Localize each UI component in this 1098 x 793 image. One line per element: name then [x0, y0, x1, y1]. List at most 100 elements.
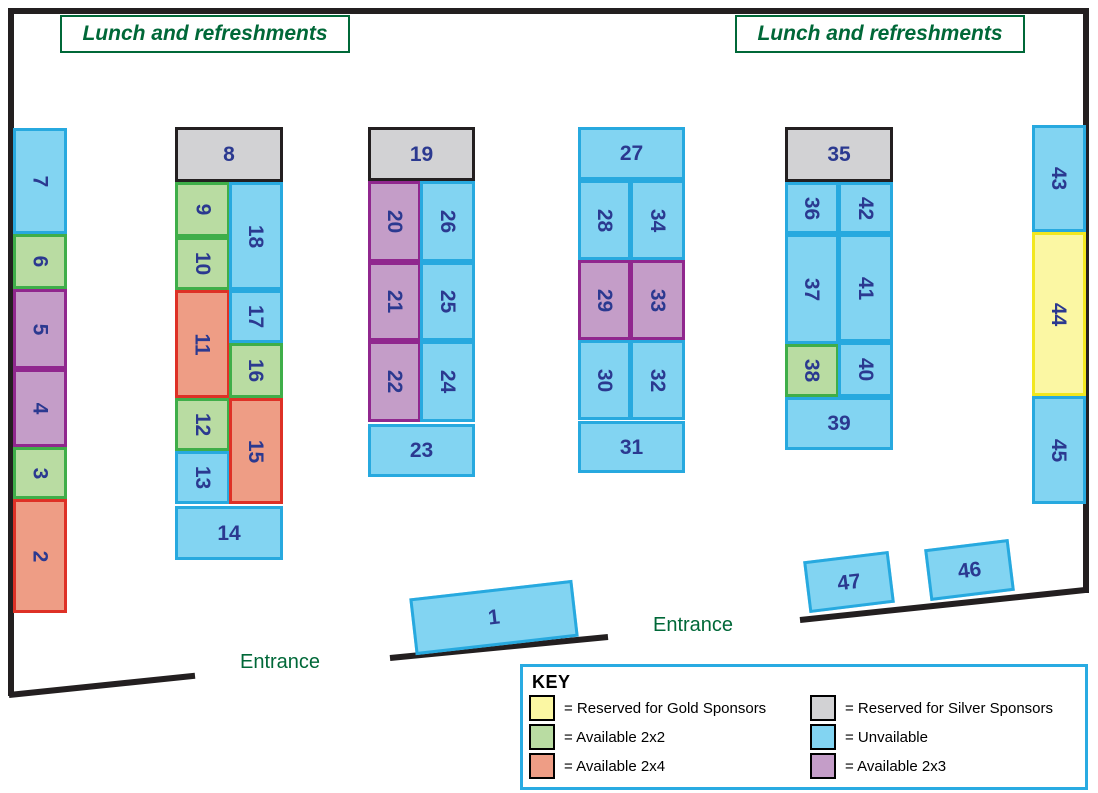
booth-number: 21 — [382, 289, 406, 314]
booth-number: 14 — [217, 521, 241, 545]
key-swatch-silver — [810, 695, 836, 721]
booth-18: 18 — [229, 182, 283, 290]
booth-number: 38 — [800, 358, 824, 383]
booth-22: 22 — [368, 341, 421, 422]
booth-number: 6 — [28, 255, 52, 268]
key-entry-unavailable: = Unvailable — [810, 724, 928, 750]
booth-number: 29 — [592, 288, 616, 312]
booth-46: 46 — [924, 539, 1015, 601]
booth-number: 16 — [244, 358, 268, 383]
booth-number: 45 — [1047, 438, 1071, 462]
key-entry-silver: = Reserved for Silver Sponsors — [810, 695, 1053, 721]
booth-number: 41 — [853, 276, 877, 300]
booth-number: 37 — [800, 277, 824, 301]
booth-20: 20 — [368, 181, 421, 262]
booth-13: 13 — [175, 451, 230, 504]
booth-25: 25 — [420, 262, 475, 341]
booth-number: 22 — [382, 369, 406, 394]
booth-number: 27 — [619, 142, 644, 165]
key-swatch-a2x2 — [529, 724, 555, 750]
booth-37: 37 — [785, 234, 839, 344]
booth-23: 23 — [368, 424, 475, 477]
booth-number: 26 — [435, 209, 459, 234]
booth-number: 35 — [827, 143, 851, 166]
booth-6: 6 — [13, 234, 67, 289]
booth-32: 32 — [630, 340, 685, 420]
booth-number: 19 — [409, 142, 434, 166]
key-swatch-gold — [529, 695, 555, 721]
booth-number: 5 — [28, 323, 52, 335]
booth-number: 3 — [28, 467, 52, 479]
wall-top — [8, 8, 1089, 14]
key-title: KEY — [532, 672, 571, 692]
booth-40: 40 — [838, 342, 893, 397]
booth-47: 47 — [803, 550, 895, 614]
booth-30: 30 — [578, 340, 631, 420]
lunch-banner-right: Lunch and refreshments — [735, 15, 1025, 53]
entrance-label-right: Entrance — [653, 614, 734, 636]
key-entry-a2x2: = Available 2x2 — [529, 724, 665, 750]
booth-number: 28 — [592, 208, 616, 232]
booth-5: 5 — [13, 289, 67, 369]
key-entry-a2x4: = Available 2x4 — [529, 753, 665, 779]
booth-number: 43 — [1047, 166, 1071, 191]
booth-41: 41 — [838, 234, 893, 342]
booth-number: 13 — [190, 465, 214, 490]
key-swatch-a2x3 — [810, 753, 836, 779]
booth-31: 31 — [578, 421, 685, 473]
key-label: = Available 2x3 — [845, 757, 947, 775]
booth-17: 17 — [229, 290, 283, 343]
booth-number: 8 — [223, 143, 235, 166]
booth-43: 43 — [1032, 125, 1086, 232]
booth-number: 2 — [28, 550, 52, 562]
booth-28: 28 — [578, 180, 631, 260]
key-swatch-a2x4 — [529, 753, 555, 779]
booth-number: 32 — [645, 368, 669, 392]
booth-number: 15 — [244, 439, 268, 463]
booth-45: 45 — [1032, 396, 1086, 504]
booth-number: 1 — [486, 605, 502, 630]
entrance-label-left: Entrance — [240, 651, 321, 673]
booth-7: 7 — [13, 128, 67, 234]
wall-right — [1083, 8, 1089, 593]
booth-16: 16 — [229, 343, 283, 398]
booth-26: 26 — [420, 181, 475, 262]
booth-3: 3 — [13, 447, 67, 499]
booth-number: 23 — [409, 439, 434, 462]
booth-21: 21 — [368, 262, 421, 341]
booth-29: 29 — [578, 260, 631, 340]
booth-number: 17 — [244, 304, 268, 329]
booth-15: 15 — [229, 398, 283, 504]
booth-10: 10 — [175, 237, 230, 290]
key-label: = Unvailable — [845, 728, 928, 746]
booth-4: 4 — [13, 369, 67, 447]
booth-number: 12 — [190, 412, 214, 437]
booth-39: 39 — [785, 397, 893, 450]
key-entry-a2x3: = Available 2x3 — [810, 753, 946, 779]
key-entry-gold: = Reserved for Gold Sponsors — [529, 695, 766, 721]
booth-8: 8 — [175, 127, 283, 182]
booth-number: 4 — [28, 402, 52, 414]
wall-diagonal-left — [8, 672, 196, 698]
key-label: = Available 2x4 — [564, 757, 666, 775]
booth-number: 34 — [645, 208, 669, 232]
key-label: = Reserved for Gold Sponsors — [564, 699, 767, 717]
booth-38: 38 — [785, 344, 839, 397]
booth-11: 11 — [175, 290, 230, 398]
booth-42: 42 — [838, 182, 893, 234]
booth-24: 24 — [420, 341, 475, 422]
booth-35: 35 — [785, 127, 893, 182]
booth-number: 30 — [592, 368, 616, 392]
booth-36: 36 — [785, 182, 839, 234]
booth-number: 18 — [244, 224, 268, 248]
booth-number: 24 — [435, 369, 459, 394]
lunch-banner-left-label: Lunch and refreshments — [82, 22, 328, 45]
booth-number: 40 — [853, 357, 877, 382]
key-box: KEY = Reserved for Gold Sponsors = Availa… — [520, 664, 1088, 790]
booth-number: 36 — [800, 196, 824, 220]
booth-number: 25 — [435, 289, 459, 314]
lunch-banner-right-label: Lunch and refreshments — [757, 22, 1003, 45]
booth-2: 2 — [13, 499, 67, 613]
booth-12: 12 — [175, 398, 230, 451]
